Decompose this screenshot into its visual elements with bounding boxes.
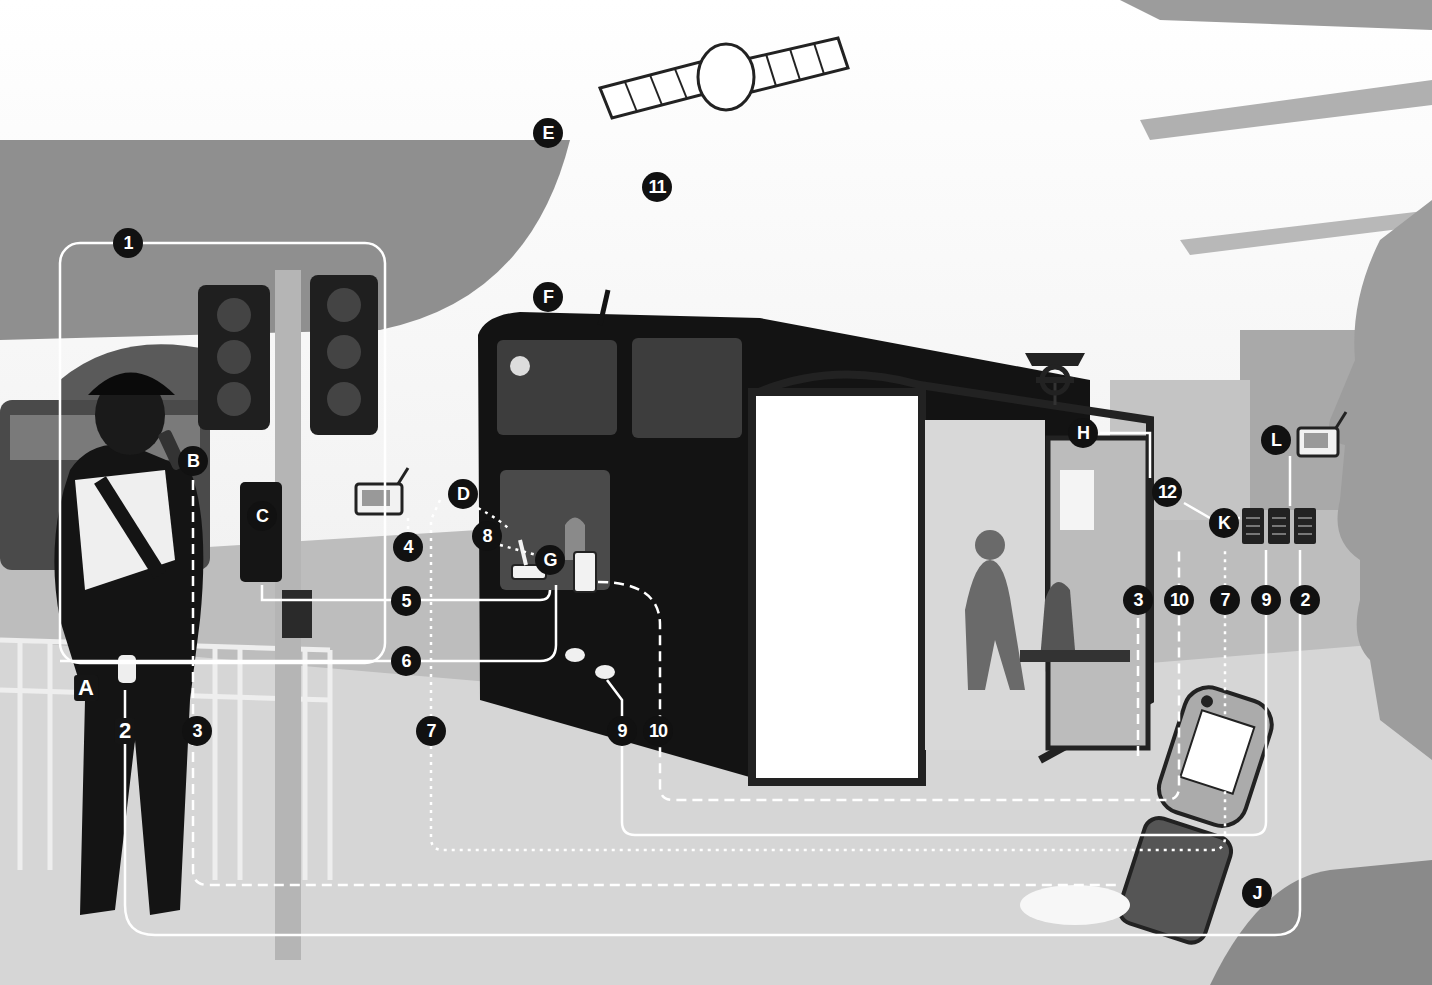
callout-letter: L bbox=[1261, 425, 1291, 455]
route-line bbox=[193, 480, 1120, 885]
route-line bbox=[1289, 456, 1292, 506]
callout-number: 4 bbox=[393, 532, 423, 562]
callout-letter: E bbox=[533, 118, 563, 148]
route-line bbox=[1137, 618, 1140, 760]
mobile-phone bbox=[1115, 681, 1278, 947]
solar-panel bbox=[742, 38, 848, 92]
callout-number: 1 bbox=[113, 228, 143, 258]
bus-window bbox=[497, 340, 617, 435]
push-button-box bbox=[282, 590, 312, 638]
passenger-head bbox=[975, 530, 1005, 560]
antenna bbox=[600, 290, 608, 325]
hi-vis-vest bbox=[75, 470, 175, 590]
route-line bbox=[431, 500, 1225, 850]
bus-mirror bbox=[510, 356, 530, 376]
callout-number: 7 bbox=[1210, 585, 1240, 615]
lamp bbox=[217, 288, 361, 416]
person-face bbox=[1329, 200, 1432, 760]
route-line bbox=[607, 550, 1266, 835]
passenger bbox=[1040, 582, 1075, 660]
handset bbox=[118, 655, 136, 683]
callout-number: 3 bbox=[182, 716, 212, 746]
callout-number: 7 bbox=[416, 716, 446, 746]
bus-stop-sign bbox=[1025, 353, 1085, 366]
strap bbox=[100, 480, 160, 575]
solar-panel bbox=[600, 62, 712, 118]
route-line bbox=[407, 518, 410, 532]
helmet bbox=[88, 373, 175, 396]
callout-number: 9 bbox=[1251, 585, 1281, 615]
advert-panel bbox=[752, 392, 922, 782]
callout-letter: K bbox=[1209, 508, 1239, 538]
traffic-light bbox=[198, 285, 270, 430]
callout-letter: H bbox=[1068, 418, 1098, 448]
callout-number: 12 bbox=[1152, 477, 1182, 507]
signal-controller bbox=[240, 482, 282, 582]
beam bbox=[1120, 0, 1432, 30]
callout-letter: G bbox=[535, 545, 565, 575]
callout-number: 11 bbox=[642, 172, 672, 202]
callout-number: 2 bbox=[115, 718, 135, 744]
callout-letter: D bbox=[448, 479, 478, 509]
callout-number: 6 bbox=[391, 646, 421, 676]
callout-number: 5 bbox=[391, 586, 421, 616]
control-terminal bbox=[1298, 412, 1346, 456]
panel-grid bbox=[625, 43, 824, 112]
route-line bbox=[125, 550, 1300, 935]
bus-window bbox=[632, 338, 742, 438]
headlight bbox=[595, 665, 615, 679]
callout-number: 3 bbox=[1123, 585, 1153, 615]
in-car-terminal bbox=[356, 468, 408, 514]
server-slots bbox=[1246, 518, 1312, 534]
route-line bbox=[1100, 433, 1150, 478]
route-line bbox=[598, 550, 1179, 800]
servers bbox=[1242, 508, 1316, 544]
headlight bbox=[565, 648, 585, 662]
callout-letter: F bbox=[533, 282, 563, 312]
traffic-light bbox=[310, 275, 378, 435]
data-routes bbox=[60, 243, 1300, 935]
callout-number: 10 bbox=[643, 716, 673, 746]
callout-number: 10 bbox=[1164, 585, 1194, 615]
passenger bbox=[965, 560, 1025, 690]
callout-letter: B bbox=[178, 446, 208, 476]
callout-letter: A bbox=[74, 675, 98, 701]
callout-number: 8 bbox=[472, 521, 502, 551]
beam bbox=[1140, 80, 1432, 140]
info-display bbox=[1060, 470, 1094, 530]
ticket-machine bbox=[574, 552, 596, 592]
highlight bbox=[1020, 885, 1130, 925]
person-arm bbox=[1210, 860, 1432, 985]
satellite-body bbox=[698, 44, 754, 110]
callout-number: 2 bbox=[1290, 585, 1320, 615]
police-officer bbox=[54, 444, 203, 915]
route-line bbox=[60, 585, 556, 661]
callout-number: 9 bbox=[607, 716, 637, 746]
bench bbox=[1020, 650, 1130, 662]
callout-letter: C bbox=[247, 501, 277, 531]
background-bus bbox=[60, 344, 210, 400]
callout-letter: J bbox=[1242, 878, 1272, 908]
shelter-glass bbox=[925, 420, 1045, 750]
roundel-bar bbox=[1036, 377, 1074, 383]
